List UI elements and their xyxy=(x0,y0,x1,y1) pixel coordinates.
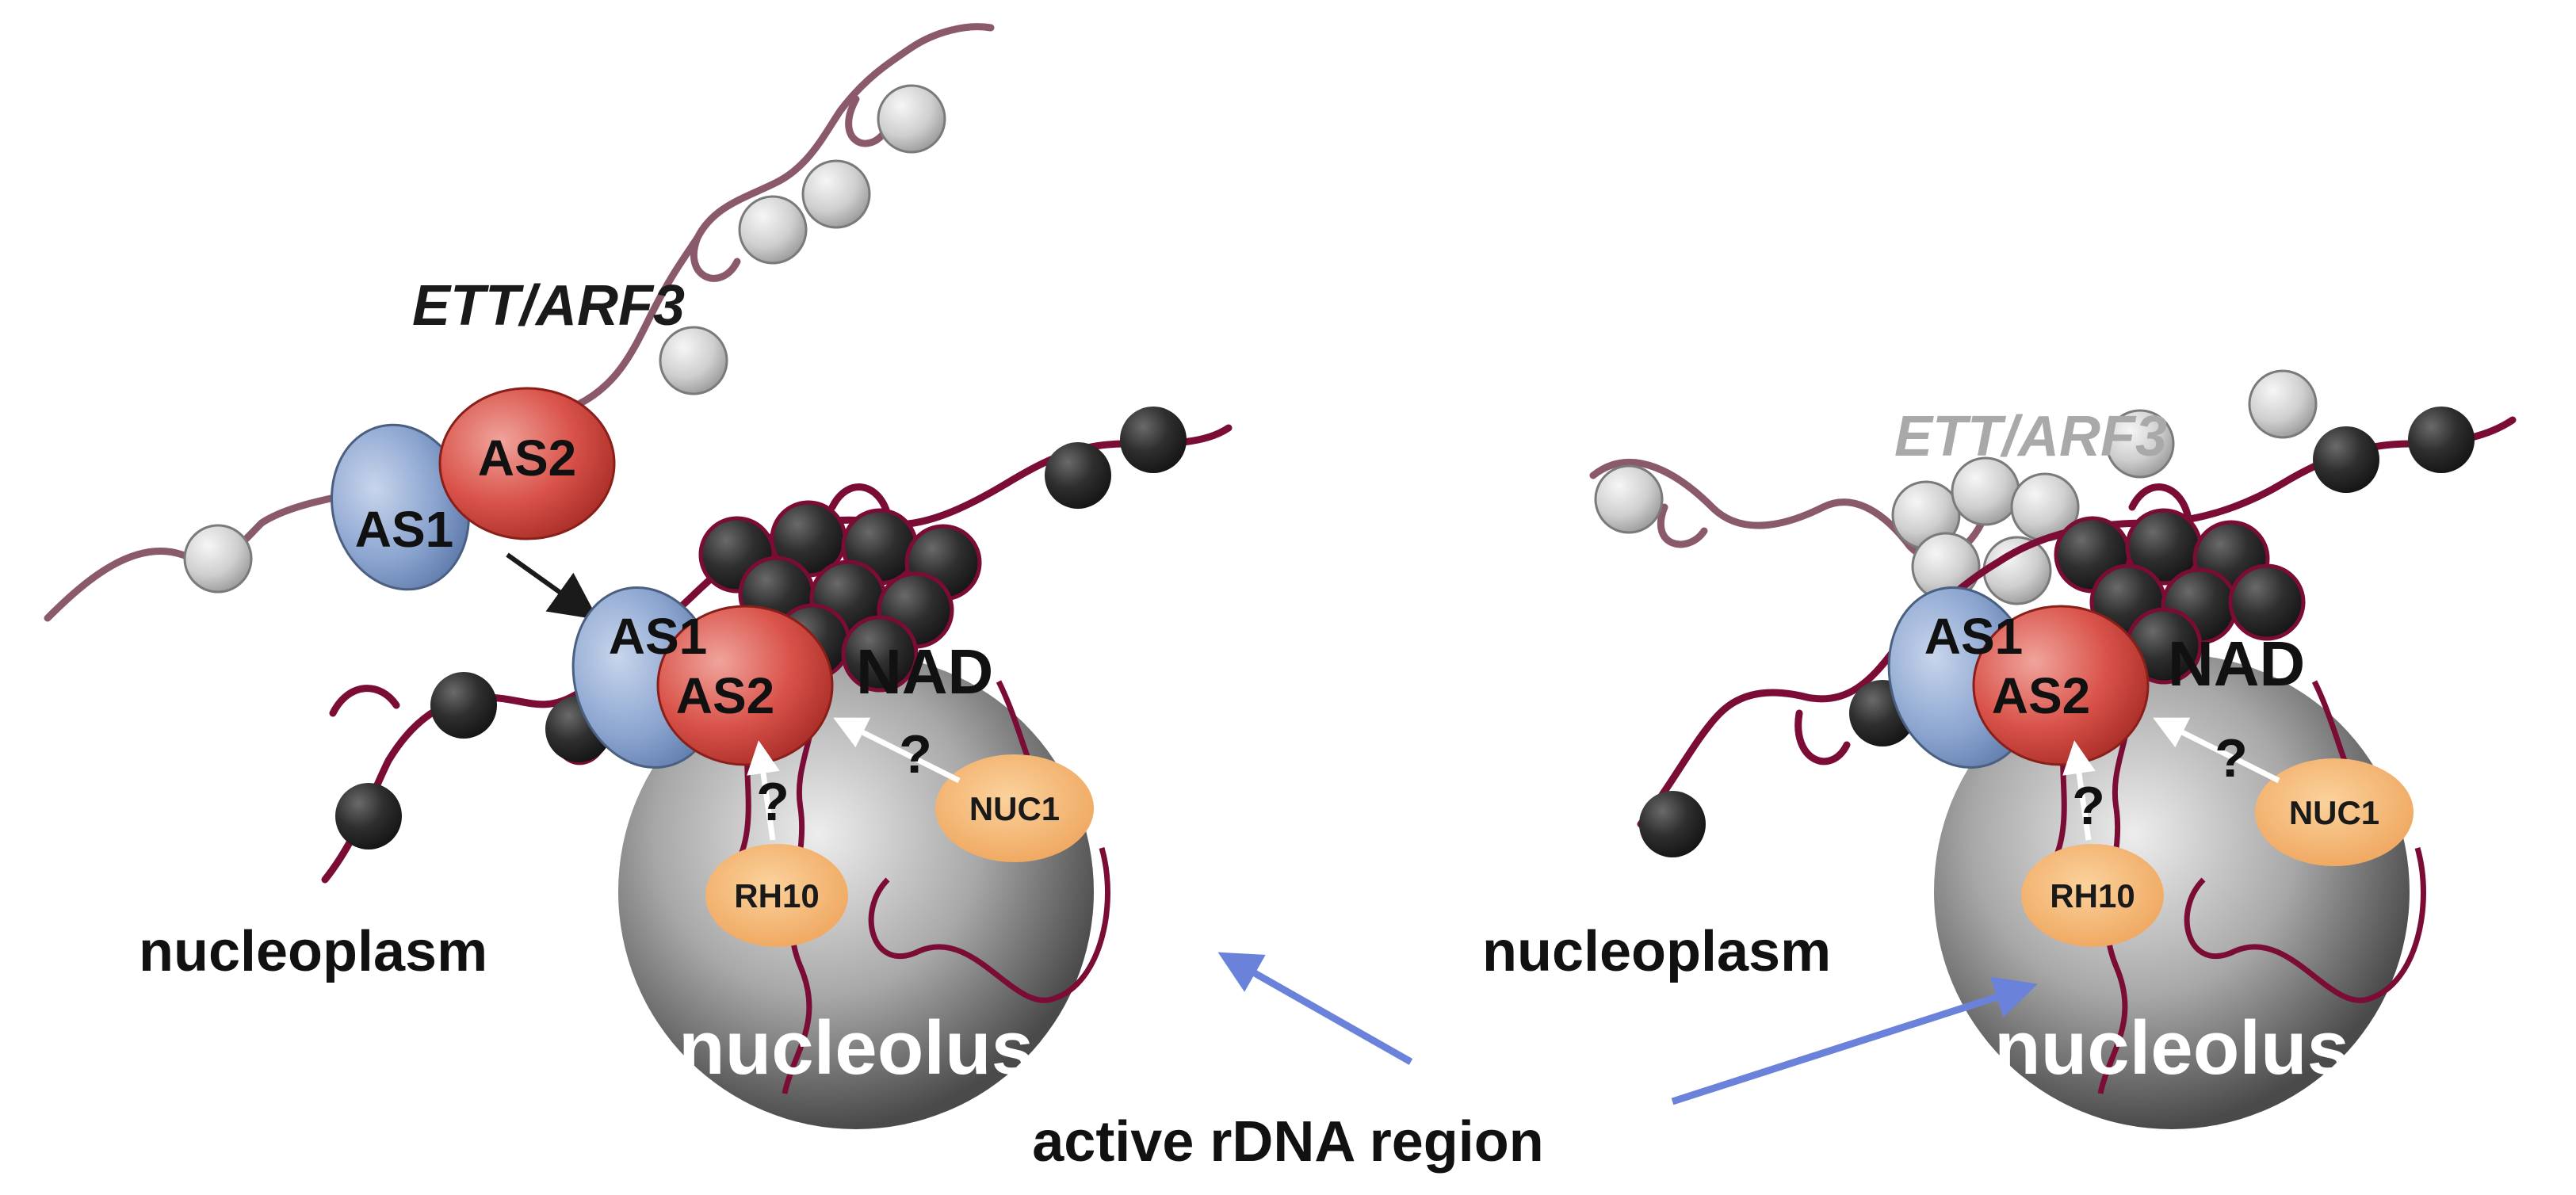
recruitment-arrow xyxy=(506,552,598,620)
light-nucleosomes xyxy=(1594,369,2318,605)
nucleolus-label-right: nucleolus xyxy=(1994,1006,2349,1090)
bound-as2-label: AS2 xyxy=(1992,667,2091,724)
free-as1-label: AS1 xyxy=(355,501,454,558)
free-as2-label: AS2 xyxy=(478,430,577,487)
rh10-arrow xyxy=(747,740,780,841)
rh10-arrow xyxy=(2062,740,2096,841)
nuc1-arrow xyxy=(833,717,961,784)
rdna-arrow-right xyxy=(1671,976,2038,1105)
nucleoplasm-label-left: nucleoplasm xyxy=(139,920,487,983)
bound-as-complex: AS1 AS2 xyxy=(1887,586,2150,769)
gene-label-right: ETT/ARF3 xyxy=(1894,405,2167,468)
rh10-factor-left: RH10 xyxy=(705,844,848,947)
nuc1-factor-right: NUC1 xyxy=(2255,758,2414,866)
bound-as2-label: AS2 xyxy=(676,667,775,724)
rh10-label: RH10 xyxy=(2050,877,2135,914)
active-rdna-annotation: active rDNA region xyxy=(1032,952,2038,1174)
panel-left: AS1 AS2 ETT/ARF3 xyxy=(44,23,1233,1129)
gene-label-left: ETT/ARF3 xyxy=(412,274,685,338)
nad-label-right: NAD xyxy=(2168,628,2305,699)
nucleoplasm-label-right: nucleoplasm xyxy=(1482,920,1831,983)
nuc1-label: NUC1 xyxy=(969,790,1060,827)
question-mark-2-left: ? xyxy=(899,724,932,785)
question-mark-1-right: ? xyxy=(2072,776,2105,836)
nuc1-factor-left: NUC1 xyxy=(935,754,1094,862)
nuc1-arrow xyxy=(2153,717,2280,784)
nuc1-label: NUC1 xyxy=(2289,794,2379,831)
active-rdna-label: active rDNA region xyxy=(1032,1110,1544,1174)
panel-right: ETT/ARF3 AS1 AS2 NAD xyxy=(1482,369,2517,1129)
question-mark-1-left: ? xyxy=(756,772,789,832)
bound-as1-label: AS1 xyxy=(1924,608,2024,665)
question-mark-2-right: ? xyxy=(2215,728,2248,788)
rdna-arrow-left xyxy=(1217,952,1413,1065)
nucleolus-label-left: nucleolus xyxy=(678,1006,1034,1090)
light-nucleosomes xyxy=(183,84,946,594)
rh10-label: RH10 xyxy=(734,877,819,914)
free-as-complex: AS1 AS2 xyxy=(331,387,616,591)
nad-label-left: NAD xyxy=(856,636,993,707)
rh10-factor-right: RH10 xyxy=(2021,844,2164,947)
bound-as-complex: AS1 AS2 xyxy=(571,586,834,769)
bound-as1-label: AS1 xyxy=(609,608,708,665)
